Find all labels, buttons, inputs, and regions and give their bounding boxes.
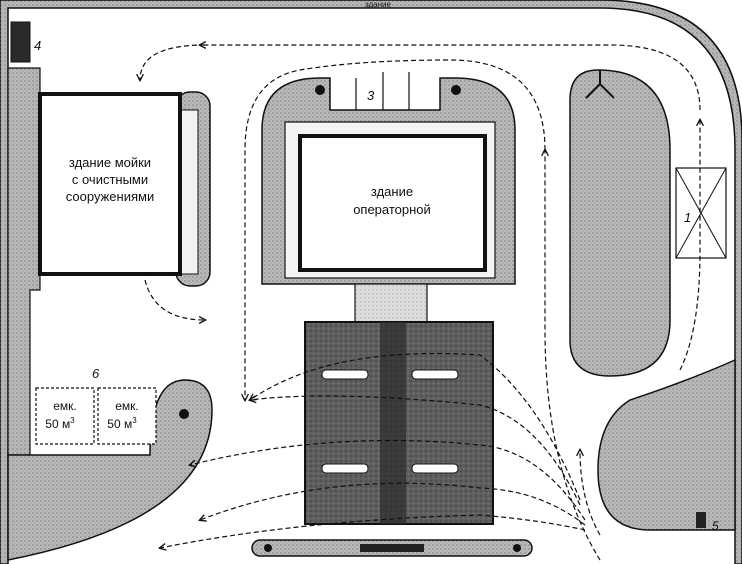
route-operator-loop (245, 59, 546, 400)
tank-2-label: емк. (115, 399, 139, 413)
tank-area: 6 емк. 50 м3 емк. 50 м3 (35, 366, 157, 445)
route-entry-right (545, 150, 601, 561)
operator-building-label-2: операторной (353, 202, 431, 217)
fuel-pad (304, 321, 494, 525)
tank-1-volume: 50 м3 (45, 416, 75, 431)
marker-1: 1 (684, 210, 691, 225)
marker-4-block: 4 (10, 21, 41, 63)
route-right-loop (679, 120, 700, 371)
wash-building-label-1: здание мойки (69, 155, 151, 170)
route-pad-lane-4 (200, 482, 586, 526)
marker-5: 5 (712, 519, 719, 533)
tank-2-volume: 50 м3 (107, 416, 137, 431)
lower-left-area (7, 379, 213, 561)
operator-island: 3 здание операторной (261, 72, 516, 285)
route-pad-lane-3 (190, 439, 586, 521)
lower-right-area: 5 (597, 358, 736, 533)
wash-building: здание мойки с очистными сооружениями (38, 91, 211, 287)
right-island: 1 (569, 69, 727, 377)
tank-1-label: емк. (53, 399, 77, 413)
wash-building-label-2: с очистными (72, 172, 148, 187)
route-pad-lane-5 (160, 514, 586, 548)
header-code: здание (365, 0, 391, 9)
traffic-routes (140, 44, 701, 561)
marker-4: 4 (34, 38, 41, 53)
route-pad-lane-1 (250, 352, 581, 501)
route-wash-exit (144, 279, 205, 320)
route-top-return (200, 45, 701, 111)
route-top-left-down (140, 44, 206, 80)
walkway (354, 283, 428, 325)
left-ground-area (7, 67, 41, 456)
wash-building-label-3: сооружениями (66, 189, 154, 204)
route-pad-lane-2 (250, 396, 581, 506)
route-right-ramp (580, 450, 601, 536)
marker-6: 6 (92, 366, 100, 381)
marker-3: 3 (367, 88, 375, 103)
bottom-bar (251, 539, 533, 557)
operator-building-label-1: здание (371, 184, 413, 199)
